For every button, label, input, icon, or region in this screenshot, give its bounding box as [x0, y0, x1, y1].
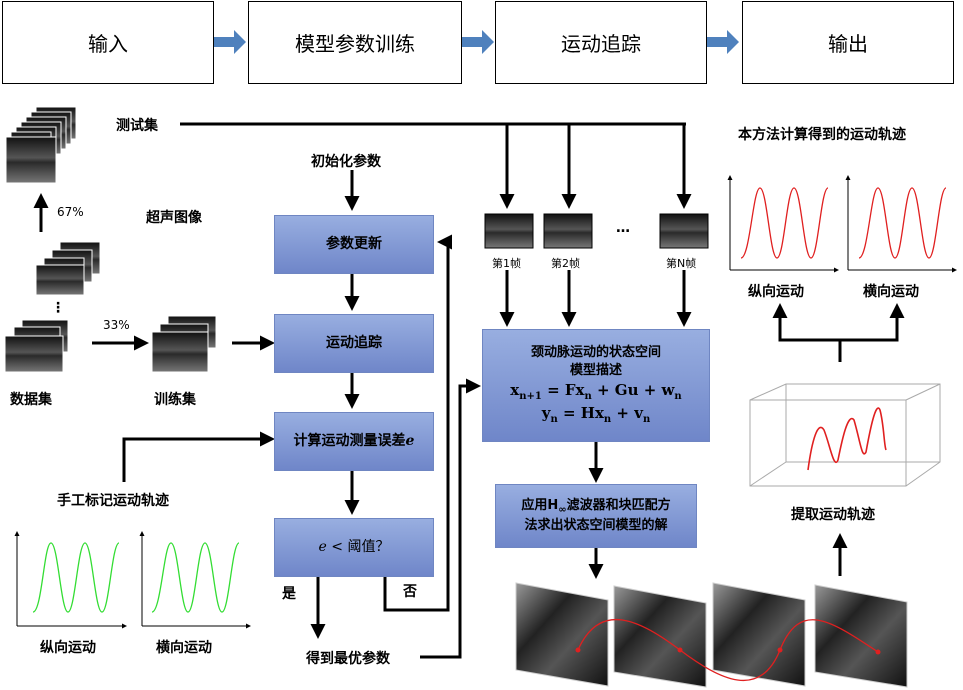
- param-update-box: 参数更新: [274, 215, 434, 274]
- stage-motion-tracking: 运动追踪: [495, 1, 707, 84]
- stage-param-training-label: 模型参数训练: [295, 32, 415, 56]
- stage-input-label: 输入: [88, 32, 128, 56]
- arrow-manual-to-error: [122, 431, 275, 482]
- optimal-params-label: 得到最优参数: [306, 651, 390, 667]
- compute-error-label: 计算运动测量误差: [293, 433, 406, 450]
- stage-motion-tracking-label: 运动追踪: [561, 32, 641, 56]
- trajectory-3d-curve: [807, 407, 887, 471]
- training-set-stack: [151, 315, 217, 373]
- pipeline-arrow-1: [214, 30, 246, 54]
- compute-error-var: e: [405, 433, 415, 450]
- frames-ellipsis: …: [616, 220, 630, 236]
- no-label: 否: [403, 584, 417, 600]
- upper-dataset-stack: [35, 241, 101, 296]
- output-plot-long-label: 纵向运动: [748, 284, 804, 300]
- dataset-stack: [4, 319, 69, 373]
- arrow-split-lat: [840, 303, 905, 342]
- yes-label: 是: [282, 586, 296, 602]
- output-plot-lateral: [845, 175, 957, 273]
- frame1-thumbnail: [484, 213, 534, 249]
- init-params-label: 初始化参数: [311, 154, 381, 170]
- pipeline-arrow-2: [462, 30, 494, 54]
- output-plot-lat-label: 横向运动: [863, 284, 919, 300]
- state-space-model-box: 颈动脉运动的状态空间 模型描述 xn+1 = Fxn + Gu + wn yn …: [482, 329, 710, 442]
- model-title-line2: 模型描述: [569, 363, 622, 378]
- threshold-var: e: [318, 539, 327, 556]
- model-equation-1: xn+1 = Fxn + Gu + wn: [510, 380, 682, 402]
- stage-output: 输出: [742, 1, 954, 84]
- stack-ellipsis: ⋮: [51, 300, 65, 316]
- training-set-label: 训练集: [154, 392, 196, 408]
- frameN-label: 第N帧: [666, 257, 697, 270]
- manual-trajectory-label: 手工标记运动轨迹: [57, 493, 169, 509]
- stage-param-training: 模型参数训练: [248, 1, 462, 84]
- pct-33-label: 33%: [103, 318, 130, 332]
- pct-67-label: 67%: [57, 205, 84, 219]
- model-equation-2: yn = Hxn + vn: [541, 404, 651, 426]
- stage-output-label: 输出: [828, 32, 868, 56]
- threshold-label: < 阈值？: [326, 539, 390, 556]
- extract-trajectory-label: 提取运动轨迹: [791, 507, 875, 523]
- pipeline-arrows: [214, 30, 739, 54]
- computed-trajectory-title: 本方法计算得到的运动轨迹: [738, 127, 906, 143]
- arrow-split-long: [772, 303, 842, 362]
- output-plot-longitudinal: [727, 175, 839, 273]
- threshold-box: e < 阈值？: [274, 518, 434, 577]
- trajectory-3d-box: [749, 383, 941, 487]
- dataset-label: 数据集: [10, 392, 52, 408]
- frame1-label: 第1帧: [492, 257, 521, 270]
- manual-plot-lat-label: 横向运动: [156, 640, 212, 656]
- solver-line1: 应用H∞滤波器和块匹配方: [521, 498, 671, 516]
- frameN-thumbnail: [659, 213, 709, 249]
- model-title-line1: 颈动脉运动的状态空间: [530, 345, 661, 361]
- arrow-optimal-to-model: [420, 378, 481, 659]
- motion-tracking-box: 运动追踪: [274, 314, 434, 373]
- frame2-label: 第2帧: [551, 257, 580, 270]
- manual-plot-long-label: 纵向运动: [40, 640, 96, 656]
- solver-box: 应用H∞滤波器和块匹配方 法求出状态空间模型的解: [495, 484, 697, 548]
- motion-tracking-label: 运动追踪: [326, 335, 382, 352]
- tracked-trajectory: [577, 618, 879, 682]
- arrow-no-loop: [383, 234, 452, 612]
- stage-input: 输入: [2, 1, 214, 84]
- test-set-label: 测试集: [116, 118, 158, 134]
- tracked-frames: [515, 582, 908, 688]
- manual-plot-longitudinal: [14, 531, 127, 629]
- frame2-thumbnail: [543, 213, 593, 249]
- param-update-label: 参数更新: [326, 236, 382, 253]
- solver-line2: 法求出状态空间模型的解: [524, 518, 668, 534]
- manual-plot-lateral: [139, 531, 251, 629]
- ultrasound-images-label: 超声图像: [146, 210, 202, 226]
- pipeline-arrow-3: [707, 30, 739, 54]
- test-set-stack: [5, 106, 77, 184]
